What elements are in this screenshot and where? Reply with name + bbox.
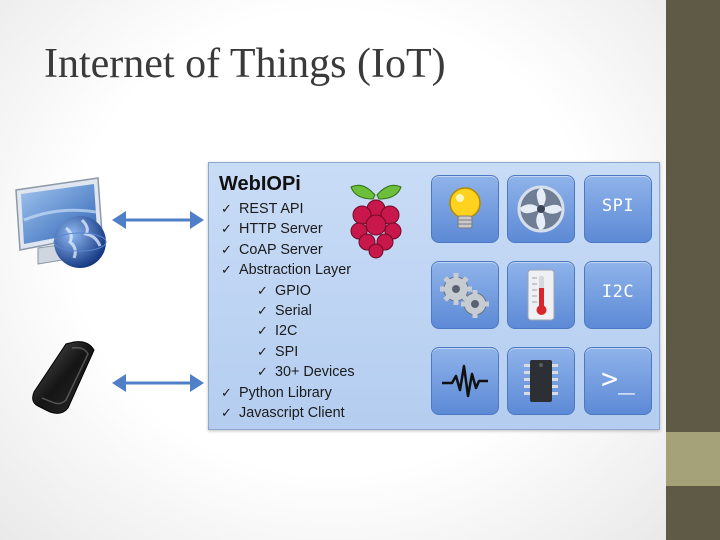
feature-item: ✓ Abstraction Layer <box>221 260 355 280</box>
light-bulb-icon <box>449 187 481 229</box>
feature-item: ✓ REST API <box>221 199 355 219</box>
double-arrow-icon <box>112 374 204 392</box>
feature-subitem: ✓ 30+ Devices <box>221 362 355 382</box>
gears-tile <box>431 261 499 329</box>
feature-item: ✓ HTTP Server <box>221 219 355 239</box>
webiopi-panel: WebIOPi ✓ REST API ✓ HTTP Server ✓ CoAP Ser… <box>208 162 660 430</box>
feature-subitem: ✓ SPI <box>221 342 355 362</box>
feature-subitem: ✓ I2C <box>221 321 355 341</box>
feature-label: GPIO <box>275 282 311 299</box>
check-icon: ✓ <box>257 364 268 380</box>
feature-item: ✓ CoAP Server <box>221 240 355 260</box>
gears-icon <box>440 273 489 318</box>
feature-list: ✓ REST API ✓ HTTP Server ✓ CoAP Server ✓ Abs… <box>221 199 355 423</box>
terminal-icon: >_ <box>601 362 635 395</box>
desktop-globe-icon <box>15 177 107 268</box>
feature-label: Python Library <box>239 384 332 401</box>
waveform-tile <box>431 347 499 415</box>
check-icon: ✓ <box>221 201 232 216</box>
thermometer-tile <box>507 261 575 329</box>
fan-tile <box>507 175 575 243</box>
check-icon: ✓ <box>257 282 268 298</box>
side-bar-accent <box>666 432 720 486</box>
light-bulb-tile <box>431 175 499 243</box>
feature-item: ✓ Python Library <box>221 383 355 403</box>
feature-label: Abstraction Layer <box>239 262 351 279</box>
raspberry-pi-icon <box>350 184 402 259</box>
check-icon: ✓ <box>221 241 232 257</box>
feature-label: Javascript Client <box>239 404 345 421</box>
feature-label: Serial <box>275 302 312 319</box>
thermometer-icon <box>527 269 555 321</box>
check-icon: ✓ <box>221 221 232 237</box>
feature-label: REST API <box>239 201 304 217</box>
spi-tile: SPI <box>584 175 652 243</box>
spi-label: SPI <box>601 196 635 216</box>
chip-icon <box>524 360 558 402</box>
feature-label: SPI <box>275 343 299 360</box>
check-icon: ✓ <box>221 404 232 420</box>
waveform-icon <box>442 364 488 398</box>
feature-label: I2C <box>275 323 298 340</box>
terminal-tile: >_ <box>584 347 652 415</box>
feature-item: ✓ Javascript Client <box>221 403 355 423</box>
chip-tile <box>507 347 575 415</box>
feature-label: HTTP Server <box>239 221 323 238</box>
i2c-tile: I2C <box>584 261 652 329</box>
check-icon: ✓ <box>257 323 268 339</box>
slide-title: Internet of Things (IoT) <box>44 41 446 87</box>
check-icon: ✓ <box>221 262 232 278</box>
feature-subitem: ✓ GPIO <box>221 281 355 301</box>
check-icon: ✓ <box>221 384 232 400</box>
check-icon: ✓ <box>257 343 268 359</box>
feature-label: CoAP Server <box>239 241 323 258</box>
feature-subitem: ✓ Serial <box>221 301 355 321</box>
smartphone-icon <box>32 341 95 414</box>
double-arrow-icon <box>112 211 204 229</box>
check-icon: ✓ <box>257 302 268 318</box>
panel-brand: WebIOPi <box>219 173 301 195</box>
fan-icon <box>517 185 565 233</box>
feature-label: 30+ Devices <box>275 364 355 381</box>
i2c-label: I2C <box>601 282 635 302</box>
